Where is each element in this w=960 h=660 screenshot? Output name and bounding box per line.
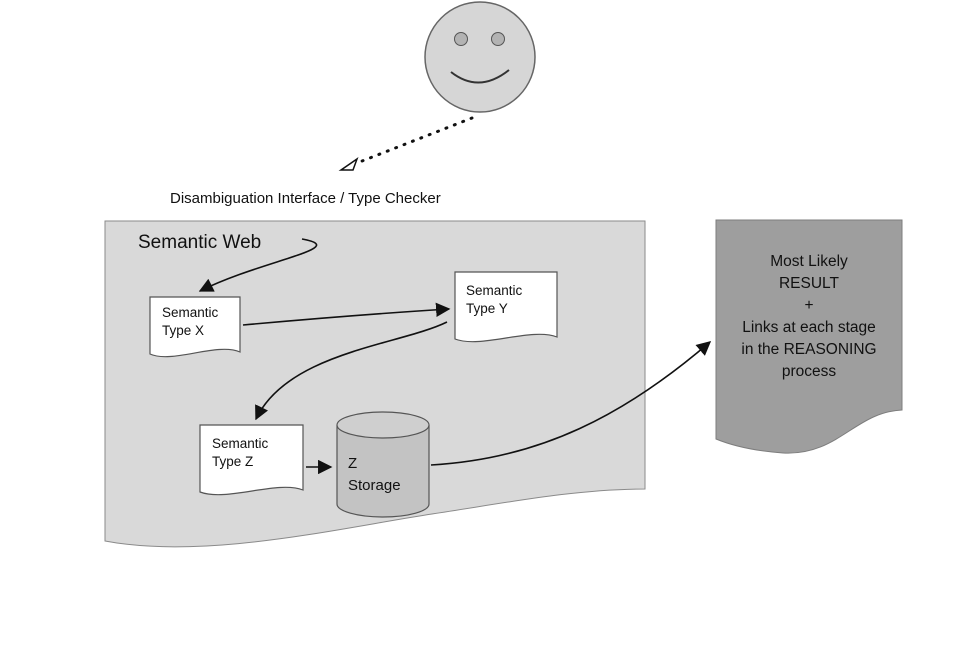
smile-icon: [450, 69, 510, 84]
document-type-z: Semantic Type Z: [199, 424, 304, 496]
type-x-label-line1: Semantic: [162, 305, 219, 320]
type-x-label-line2: Type X: [162, 323, 204, 338]
left-eye-icon: [454, 32, 468, 46]
storage-label-line2: Storage: [348, 477, 401, 494]
document-shape: [199, 424, 304, 496]
document-shape: [149, 296, 241, 358]
face-circle: [424, 1, 536, 113]
cylinder-top: [336, 411, 430, 439]
type-y-label-line1: Semantic: [466, 283, 523, 298]
result-line-5: in the REASONING: [741, 341, 876, 358]
document-type-y: Semantic Type Y: [454, 271, 558, 343]
storage-cylinder: Z Storage: [336, 411, 430, 518]
open-arrowhead-icon: [338, 157, 359, 171]
result-line-1: Most Likely: [770, 253, 848, 270]
semantic-web-title: Semantic Web: [138, 232, 261, 253]
storage-label-line1: Z: [348, 455, 357, 472]
arrow-title-to-type-x: [198, 238, 318, 292]
result-line-2: RESULT: [779, 275, 840, 292]
arrow-type-y-to-type-z: [255, 321, 448, 421]
interface-label: Disambiguation Interface / Type Checker: [170, 190, 441, 207]
arrow-type-x-to-type-y: [242, 302, 451, 326]
dotted-connector: [355, 116, 474, 165]
type-z-label-line1: Semantic: [212, 436, 269, 451]
right-eye-icon: [491, 32, 505, 46]
cylinder-body: [336, 425, 430, 518]
type-z-label-line2: Type Z: [212, 454, 253, 469]
document-shape: [454, 271, 558, 343]
result-line-4: Links at each stage: [742, 319, 876, 336]
result-line-3: +: [804, 297, 813, 314]
document-type-x: Semantic Type X: [149, 296, 241, 358]
smiley-face-icon: [424, 1, 536, 113]
type-y-label-line2: Type Y: [466, 301, 508, 316]
result-line-6: process: [782, 363, 837, 380]
result-box: Most Likely RESULT + Links at each stage…: [715, 219, 903, 454]
result-shape: [715, 219, 903, 454]
arrow-storage-to-result: [430, 341, 712, 466]
